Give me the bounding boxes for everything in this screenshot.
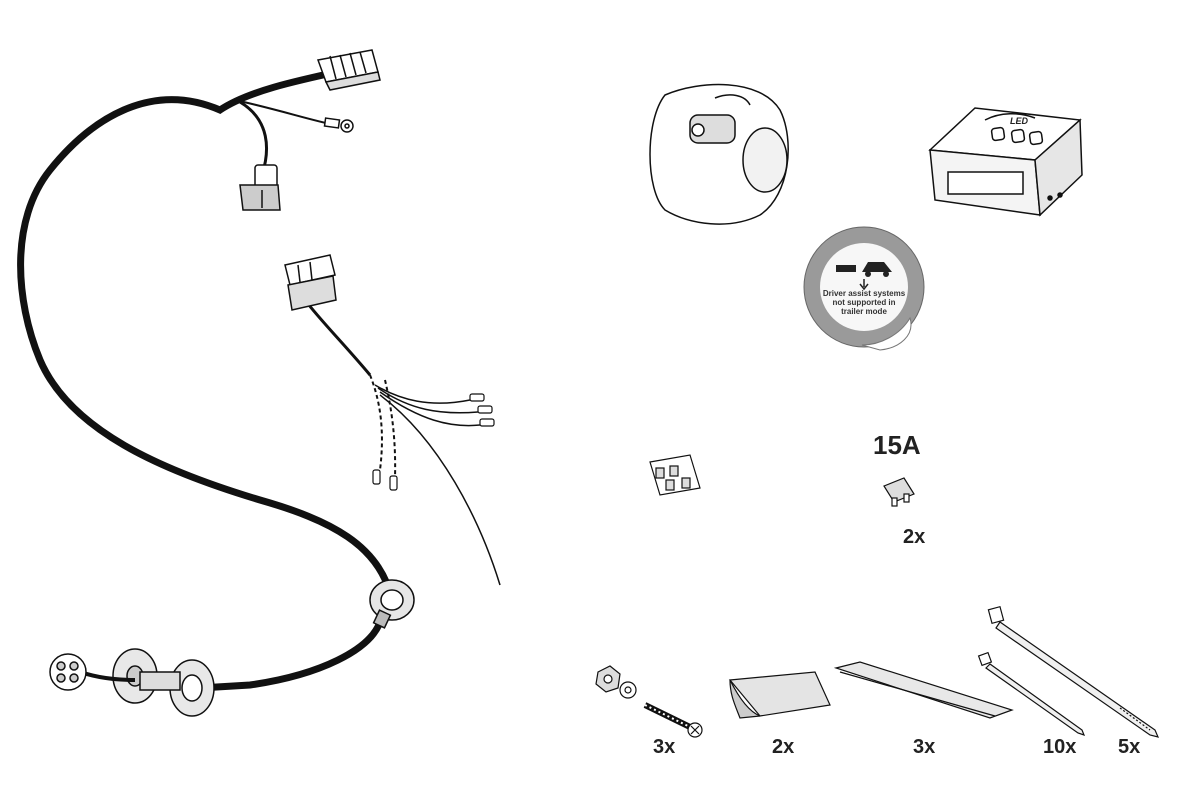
module-brand: LED xyxy=(1010,116,1029,126)
warning-sticker: Driver assist systems not supported in t… xyxy=(803,226,925,351)
plug-connector xyxy=(239,164,281,211)
adhesive-pad-icon xyxy=(728,671,831,719)
sticker-line-2: not supported in xyxy=(832,298,895,307)
tape-count-label: 3x xyxy=(913,736,936,758)
main-harness-cable xyxy=(17,64,396,692)
screw-count-label: 3x xyxy=(653,736,676,758)
fuse-icon xyxy=(883,477,915,507)
connector-block xyxy=(649,454,701,496)
small-cable-tie-icon xyxy=(977,651,1086,736)
top-connector xyxy=(316,49,381,91)
bullet-terminals xyxy=(372,393,495,491)
fuse-count-label: 2x xyxy=(903,526,926,548)
socket-end xyxy=(49,648,215,717)
small-tie-count-label: 10x xyxy=(1043,736,1077,758)
secondary-harness xyxy=(303,299,501,586)
fuse-rating-label: 15A xyxy=(873,430,921,460)
large-cable-tie-icon xyxy=(987,605,1160,738)
screw-set-icon xyxy=(595,665,703,738)
pad-count-label: 2x xyxy=(772,736,795,758)
large-tie-count-label: 5x xyxy=(1118,736,1141,758)
led-module xyxy=(928,107,1083,217)
sticker-line-1: Driver assist systems xyxy=(823,289,906,298)
tape-strip-icon xyxy=(833,661,1014,719)
ring-terminal xyxy=(323,117,354,133)
sticker-line-3: trailer mode xyxy=(841,307,887,316)
socket-housing xyxy=(649,83,789,225)
cable-grommet xyxy=(369,579,415,629)
secondary-connector xyxy=(284,254,337,311)
